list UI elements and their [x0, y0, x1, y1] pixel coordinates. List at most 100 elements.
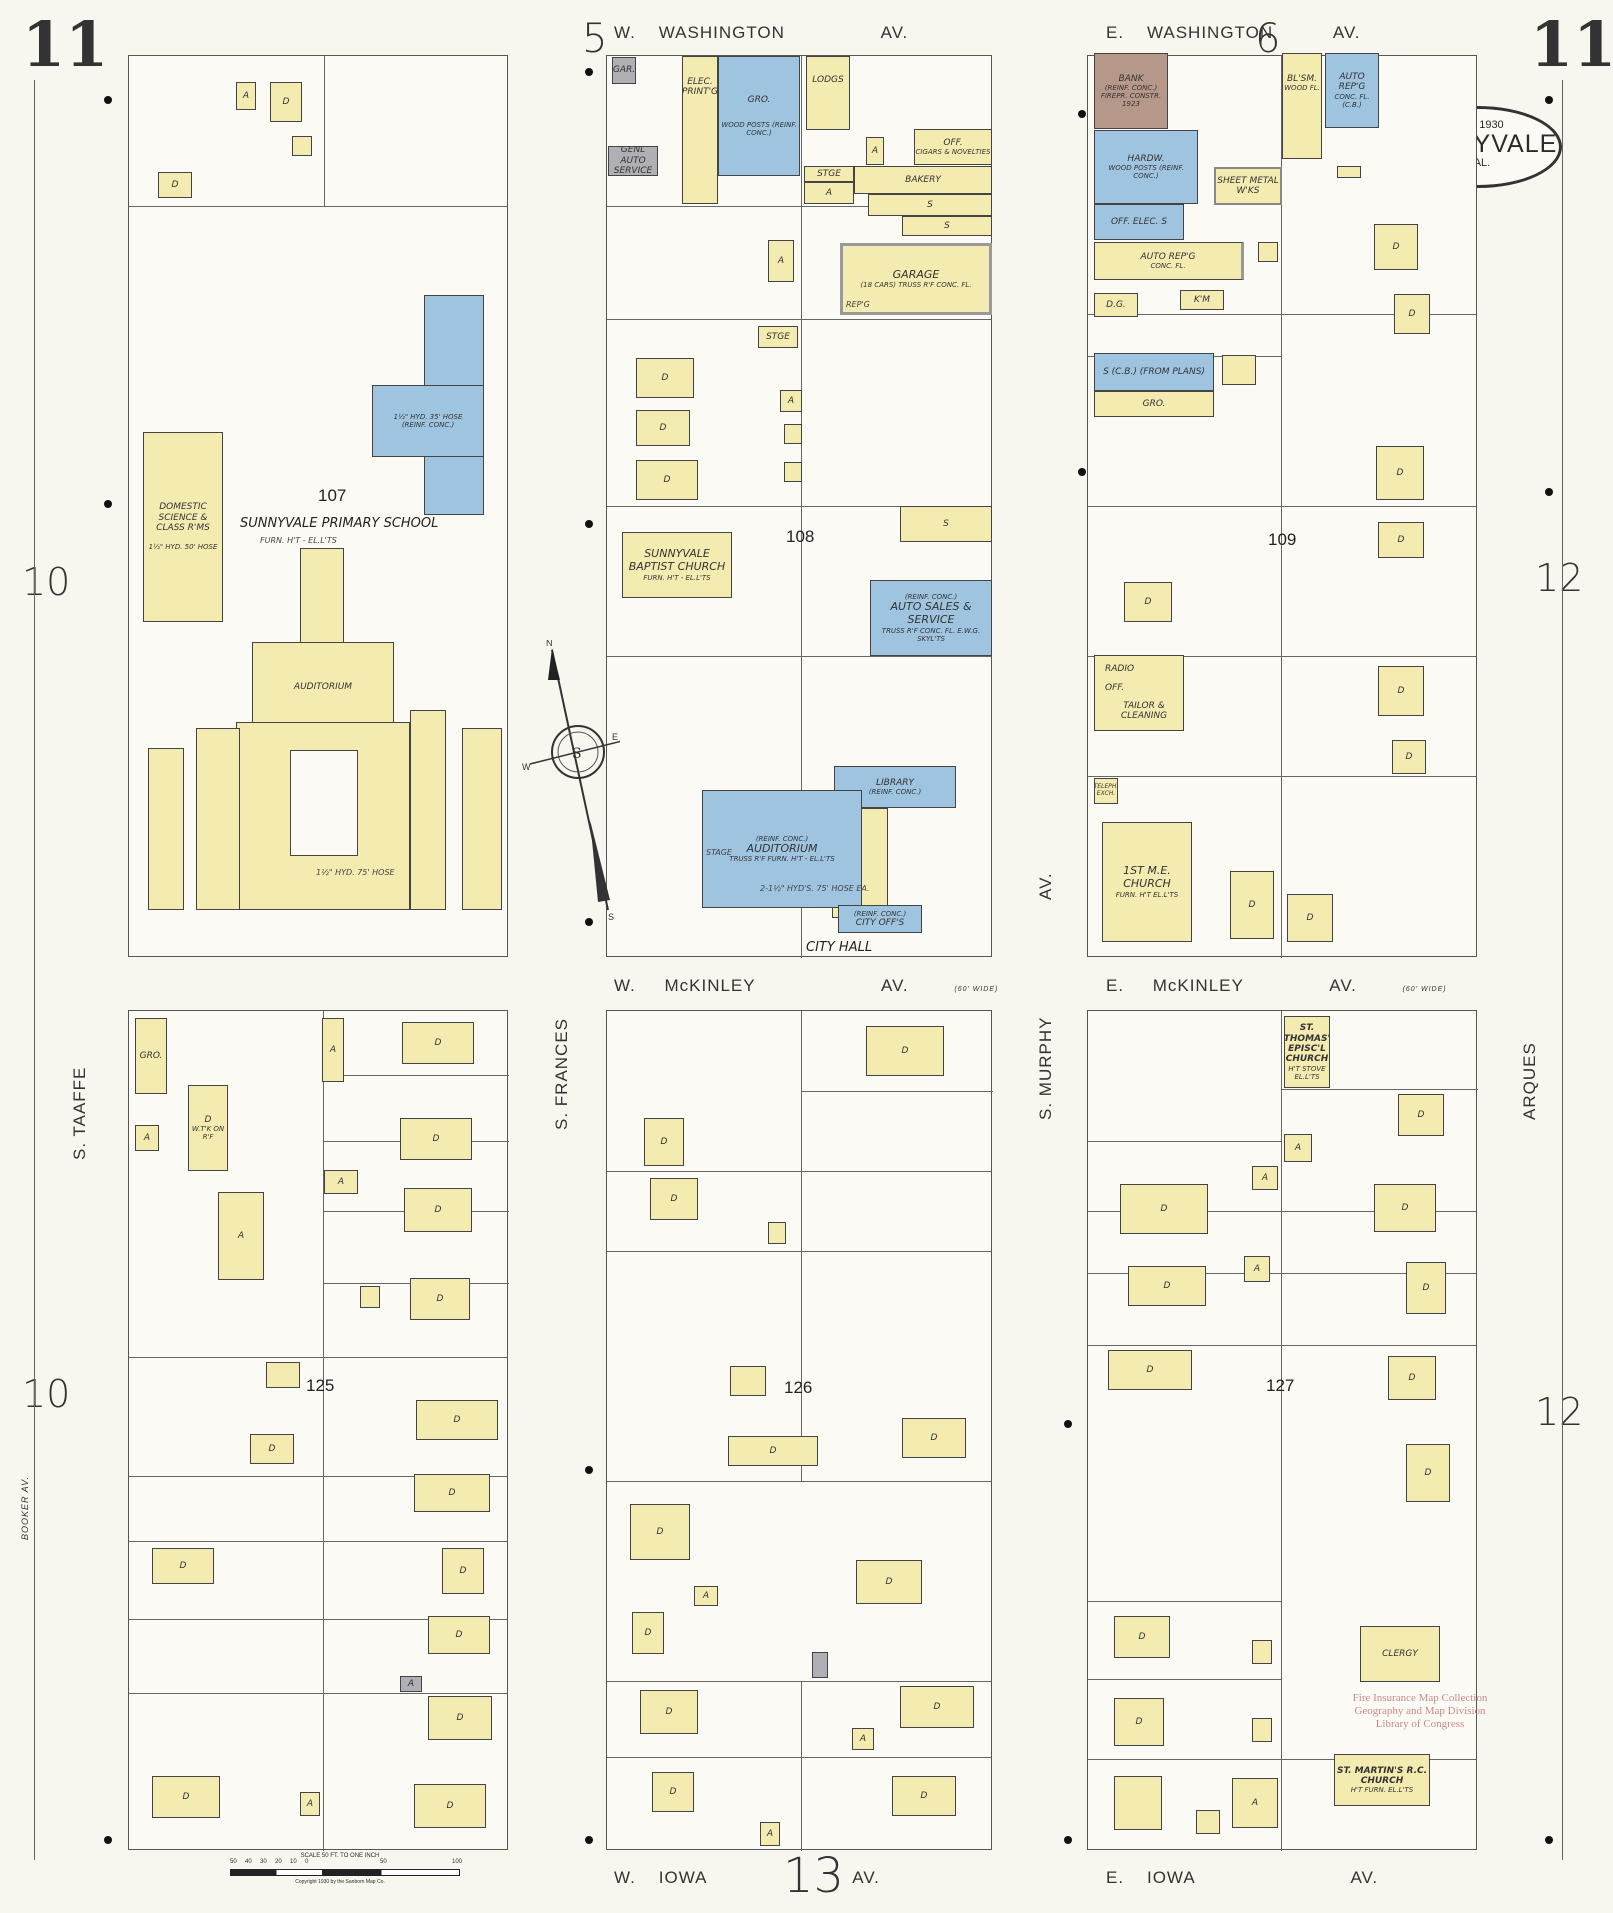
building-dwelling: D	[250, 1434, 294, 1464]
lot-line	[129, 1693, 507, 1694]
hydrant-note: 2-1½" HYD'S. 75' HOSE EA.	[760, 884, 870, 893]
building-city-offices: (REINF. CONC.) CITY OFF'S	[838, 905, 922, 933]
building-auto-4: A	[1232, 1778, 1278, 1828]
construction-note: H'T FURN. EL.L'TS	[1350, 1786, 1414, 1795]
city-hall-label: CITY HALL	[806, 940, 873, 955]
building-auto: A	[1284, 1134, 1312, 1162]
street-name: IOWA	[658, 1868, 707, 1887]
construction-note: CONC. FL.	[1150, 262, 1186, 271]
compass-w-label: W	[522, 762, 531, 772]
lot-line	[607, 319, 991, 320]
building-auto-2: A	[852, 1728, 874, 1750]
building-school-east-wing	[410, 710, 446, 910]
building-radio-off-tailor: RADIO OFF. TAILOR & CLEANING	[1094, 655, 1184, 731]
scale-tick: 10	[290, 1859, 297, 1865]
building-label: ST. THOMAS' EPISC'L CHURCH	[1284, 1023, 1330, 1065]
building-grocery: GRO. WOOD POSTS (REINF. CONC.)	[718, 56, 800, 176]
construction-note: (REINF. CONC.)	[904, 593, 958, 602]
construction-year: 1923	[1122, 100, 1140, 109]
street-suffix: AV.	[880, 23, 909, 42]
building-dwelling: D	[410, 1278, 470, 1320]
building-label: SUNNYVALE BAPTIST CHURCH	[628, 547, 726, 573]
building-shed	[784, 462, 802, 482]
building-auto-3: A	[760, 1822, 780, 1846]
street-s-murphy: S. MURPHY	[1036, 1016, 1055, 1120]
construction-note: (REINF. CONC.)	[853, 909, 907, 918]
building-dwelling: D	[632, 1612, 664, 1654]
south-arrow	[590, 820, 610, 902]
sheet-number-right: 11	[1530, 8, 1613, 81]
building-grocery: GRO.	[1094, 391, 1214, 417]
library-stamp: Fire Insurance Map Collection Geography …	[1320, 1692, 1520, 1732]
building-dwelling: D	[1392, 740, 1426, 774]
building-clergy: CLERGY	[1360, 1626, 1440, 1682]
lot-line	[1088, 656, 1476, 657]
street-s-frances: S. FRANCES	[552, 1017, 571, 1130]
lot-line	[607, 656, 991, 657]
building-auto-3: A	[322, 1018, 344, 1082]
street-prefix: W.	[614, 976, 636, 995]
street-arques: ARQUES	[1520, 1042, 1539, 1120]
compass-n-label: N	[546, 640, 553, 648]
copyright: Copyright 1930 by the Sanborn Map Co.	[295, 1879, 385, 1885]
building-dwelling: D	[1406, 1444, 1450, 1502]
stamp-line: Fire Insurance Map Collection	[1352, 1692, 1488, 1704]
lot-line	[1088, 1273, 1476, 1274]
street-e-iowa: E. IOWA AV.	[1106, 1868, 1378, 1888]
lot-line	[1281, 1011, 1282, 1851]
building-shed	[730, 1366, 766, 1396]
building-dwelling: D	[1374, 1184, 1436, 1232]
compass-rose: S N S E W	[522, 640, 620, 920]
construction-note: TRUSS R'F CONC. FL. E.W.G. SKYL'TS	[881, 626, 981, 643]
hydrant-icon	[585, 68, 593, 76]
building-dwelling: D	[1108, 1350, 1192, 1390]
building-dwelling: D	[152, 1548, 214, 1584]
building-label: AUTO REP'G	[1140, 251, 1196, 262]
construction-note: FURN. H'T - EL.L'TS	[643, 573, 711, 582]
building-auto-2: A	[1252, 1166, 1278, 1190]
building-concrete-wing-center: 1½" HYD. 35' HOSE (REINF. CONC.)	[372, 385, 484, 457]
building-label: HARDW.	[1127, 153, 1165, 164]
construction-note: W.T'K ON R'F	[191, 1125, 225, 1142]
lot-line	[607, 506, 991, 507]
building-auto-3: A	[1244, 1256, 1270, 1282]
building-baptist-church: SUNNYVALE BAPTIST CHURCH FURN. H'T - EL.…	[622, 532, 732, 598]
construction-note: TRUSS R'F FURN. H'T - EL.L'TS	[729, 855, 835, 864]
building-garage-small: GAR.	[612, 57, 636, 84]
construction-note: WOOD FL.	[1284, 84, 1320, 93]
hydrant-note: 1½" HYD. 50' HOSE	[148, 543, 218, 552]
building-dwelling: D	[1394, 294, 1430, 334]
street-suffix: AV.	[881, 976, 909, 995]
building-shed	[266, 1362, 300, 1388]
street-prefix: W.	[614, 1868, 636, 1887]
building-dwelling: D	[414, 1474, 490, 1512]
building-dwelling: D	[442, 1548, 484, 1594]
building-label: OFF.	[943, 137, 963, 148]
lot-line	[129, 206, 507, 207]
stamp-line: Geography and Map Division	[1354, 1705, 1486, 1718]
building-label: ST. MARTIN'S R.C. CHURCH	[1336, 1765, 1428, 1786]
street-e-mckinley: E. McKINLEY AV. (60' WIDE)	[1106, 976, 1447, 996]
street-e-washington: E. WASHINGTON AV.	[1106, 23, 1360, 43]
building-dwelling: D	[1287, 894, 1333, 942]
lot-line	[1088, 1345, 1476, 1346]
building-dwelling: D	[856, 1560, 922, 1604]
scale-bar-graphic	[230, 1869, 460, 1876]
building-shed	[1222, 355, 1256, 385]
building-label: CITY OFF'S	[855, 917, 905, 928]
building-dwelling: D	[400, 1118, 472, 1160]
street-w-washington: W. WASHINGTON AV.	[614, 23, 908, 43]
building-school-west-wing2	[196, 728, 240, 910]
building-dwelling: D	[1114, 1616, 1170, 1658]
street-name: McKINLEY	[664, 976, 756, 995]
school-name: SUNNYVALE PRIMARY SCHOOL	[240, 516, 439, 531]
building-lodgings: LODGS	[806, 56, 850, 130]
block-number-126: 126	[784, 1378, 813, 1397]
building-shed	[1337, 166, 1361, 178]
building-label: BL'SM.	[1286, 74, 1317, 84]
building-library: LIBRARY (REINF. CONC.)	[834, 766, 956, 808]
stamp-line: Library of Congress	[1375, 1718, 1465, 1731]
building-label: AUDITORIUM	[746, 841, 818, 855]
building-shed	[292, 136, 312, 156]
building-label: GARAGE	[892, 267, 940, 281]
